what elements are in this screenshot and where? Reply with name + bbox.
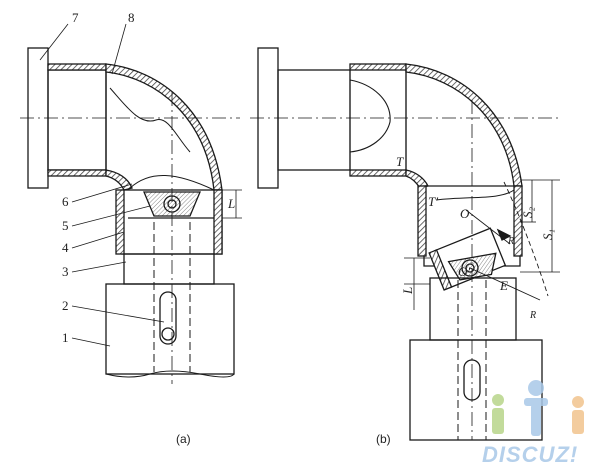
part-labels-a: 7 8 6 5 4 3 2 1 L (62, 10, 235, 345)
label-5: 5 (62, 218, 69, 233)
label-R-outer: R (529, 310, 536, 321)
label-T-prime: T' (428, 194, 438, 209)
diagram-b (250, 47, 560, 441)
part-2-slot-a (159, 291, 177, 345)
watermark-figures-icon (492, 380, 584, 436)
label-E: E (499, 278, 508, 293)
label-T: T (396, 154, 404, 169)
label-2: 2 (62, 298, 69, 313)
diagram-a (20, 23, 242, 384)
elbow-liner-b (405, 63, 523, 187)
label-7: 7 (72, 10, 79, 25)
part-4-sleeve-right-a (213, 189, 223, 255)
part-1-body-a (105, 283, 235, 375)
label-1: 1 (62, 330, 69, 345)
label-R-inner: R (507, 236, 514, 247)
part-4-sleeve-left-a (115, 189, 125, 255)
label-8: 8 (128, 10, 135, 25)
part-5-seat-a (143, 191, 201, 217)
caption-a: (a) (176, 432, 191, 446)
label-S2: S₂ (520, 207, 535, 219)
body-b (409, 339, 543, 441)
watermark: DISCUZ! (482, 380, 584, 467)
part-3-rod-a (123, 253, 215, 285)
symbol-labels-b: T T' O O' E S₂ S₁ L R R (396, 154, 555, 321)
label-S1: S₁ (540, 229, 555, 240)
label-O-prime: O' (458, 264, 470, 279)
label-6: 6 (62, 194, 69, 209)
label-4: 4 (62, 240, 69, 255)
part-8-elbow-liner-a (105, 63, 223, 191)
pipe-horizontal-a (47, 69, 107, 171)
lining-bottom-a (47, 169, 107, 177)
label-3: 3 (62, 264, 69, 279)
label-L-b: L (400, 287, 415, 295)
lining-top-a (47, 63, 107, 71)
label-L-a: L (227, 196, 235, 211)
pipe-left-b (277, 69, 351, 171)
pivot-b (461, 259, 479, 277)
label-O: O (460, 206, 470, 221)
caption-b: (b) (376, 432, 391, 446)
watermark-text: DISCUZ! (482, 442, 578, 467)
